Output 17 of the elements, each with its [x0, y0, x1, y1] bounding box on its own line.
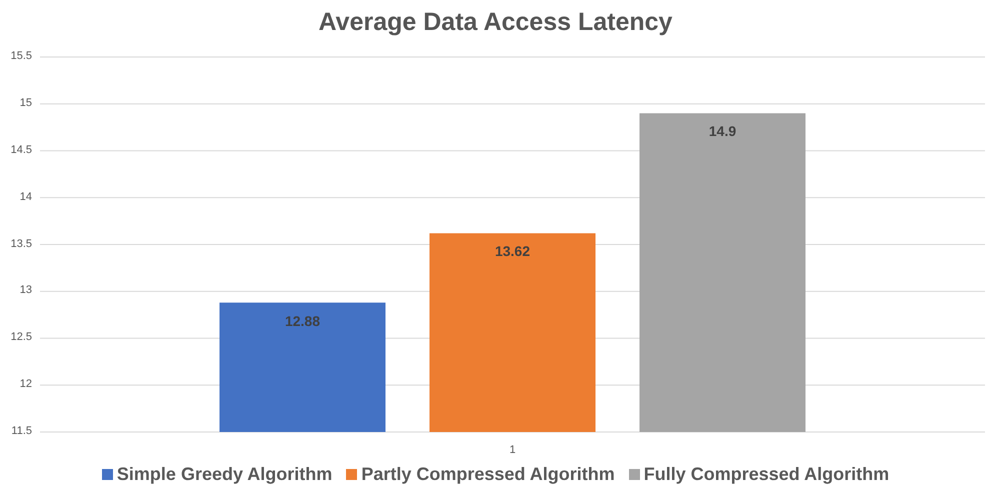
- y-tick-label: 14: [18, 190, 32, 203]
- data-label: 12.88: [284, 312, 322, 329]
- y-tick-label: 13.5: [10, 238, 32, 250]
- y-tick-label: 14.5: [10, 144, 32, 156]
- x-tick-label: 1: [508, 444, 517, 456]
- legend-label: Fully Compressed Algorithm: [644, 464, 890, 485]
- data-label: 13.62: [494, 243, 532, 260]
- legend-label: Simple Greedy Algorithm: [116, 464, 332, 485]
- y-tick-label: 15: [18, 96, 32, 109]
- data-label: 14.9: [708, 123, 738, 140]
- y-tick-label: 15.5: [10, 50, 32, 62]
- y-tick-label: 12: [18, 378, 32, 390]
- legend-label: Partly Compressed Algorithm: [361, 464, 615, 485]
- y-tick-label: 12.5: [10, 331, 32, 344]
- y-tick-label: 11.5: [10, 425, 32, 437]
- y-tick-label: 13: [18, 284, 32, 296]
- chart-title: Average Data Access Latency: [318, 8, 674, 37]
